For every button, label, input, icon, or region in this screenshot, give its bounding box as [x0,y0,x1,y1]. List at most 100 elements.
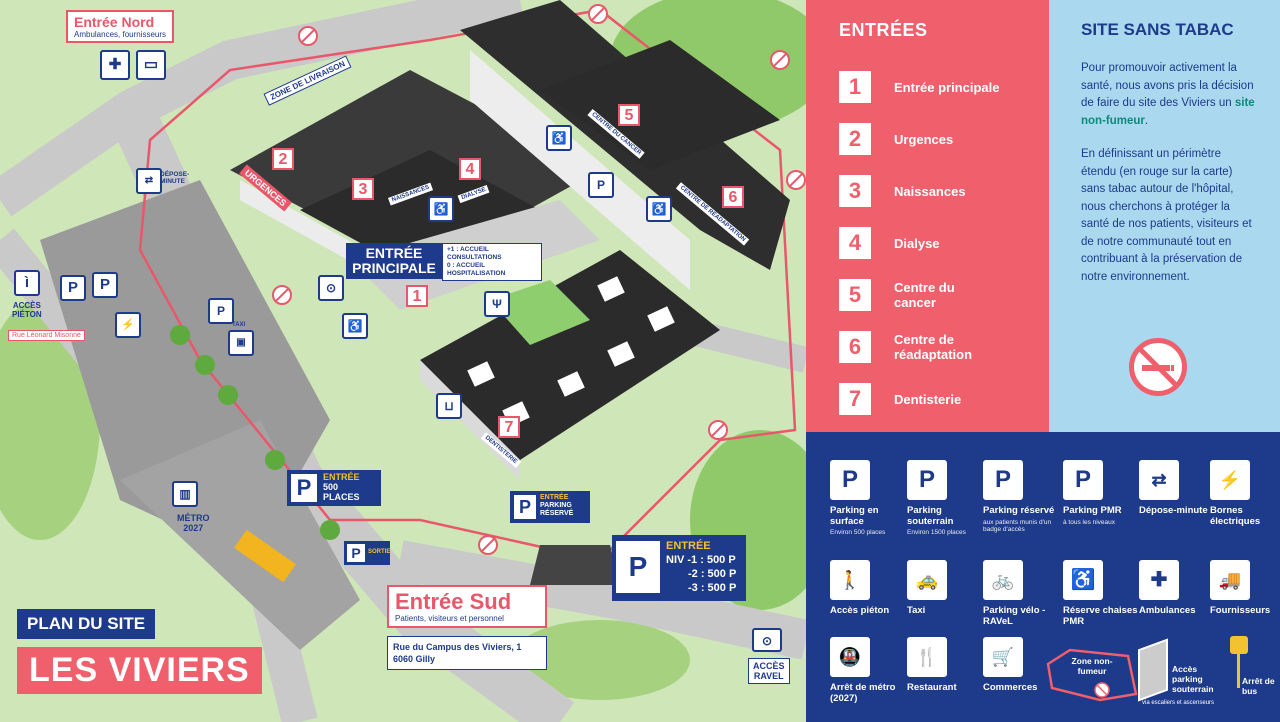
ambulance-icon: ✚ [1139,560,1179,600]
parking-surface-icon: P [92,272,118,298]
floor0-text: ACCUEIL HOSPITALISATION [447,262,506,277]
entree-principale-floors: +1 : ACCUEIL CONSULTATIONS 0 : ACCUEIL H… [442,243,542,281]
wheelchair-icon-east: ♿ [646,196,672,222]
parking-access-pillar-icon [1138,638,1168,702]
site-map: Entrée Nord Ambulances, fournisseurs ✚ ▭… [0,0,806,722]
metro-icon: 🚇 [830,637,870,677]
legend-name: Fournisseurs [1210,605,1271,616]
parking-surface-icon-500: P [291,474,317,502]
entree-principale-line2: PRINCIPALE [352,260,436,276]
no-smoking-icon [478,535,498,555]
parking-reserve-line2: PARKING [540,502,572,509]
legend-name: Parking PMR [1063,505,1122,516]
entry-label: Entrée principale [894,79,1000,95]
entry-item: 2 Urgences [839,113,1049,165]
tabac-paragraph-2: En définissant un périmètre étendu (en r… [1081,148,1252,283]
acces-ravel-line1: ACCÈS [753,661,785,671]
legend-name: Réserve chaises PMR [1063,605,1138,627]
legend-item: P Parking souterrain Environ 1500 places [907,460,983,537]
building-number-4: 4 [459,158,481,180]
pedestrian-icon: ì [14,270,40,296]
legend-name: Commerces [983,682,1038,693]
truck-icon: ▭ [136,50,166,80]
entry-item: 7 Dentisterie [839,373,1049,425]
parking-surface-icon-sortie: P [347,544,365,562]
bus-stop-pole [1237,654,1240,688]
legend-name: Arrêt de métro (2027) [830,682,896,704]
address-line2: 6060 Gilly [393,654,436,664]
legend-name: Taxi [907,605,926,616]
entree-nord-title: Entrée Nord [74,14,155,30]
entry-number: 7 [839,383,871,415]
shopping-cart-icon: ⊔ [436,393,462,419]
legend-name: Parking réservé [983,505,1055,516]
entry-item: 1 Entrée principale [839,61,1049,113]
legend-item: 🚚 Fournisseurs [1210,560,1276,617]
legend-sub: Environ 500 places [830,529,886,536]
no-smoking-icon [588,4,608,24]
address-box: Rue du Campus des Viviers, 1 6060 Gilly [387,636,547,670]
legend-item: ♿ Réserve chaises PMR [1063,560,1139,627]
parking-500-line3: PLACES [323,492,360,502]
bus-stop-icon [1230,636,1248,654]
entry-number: 3 [839,175,871,207]
legend-item: 🍴 Restaurant [907,637,983,694]
entree-nord-subtitle: Ambulances, fournisseurs [74,30,167,39]
entrees-panel: ENTRÉES 1 Entrée principale 2 Urgences 3… [806,0,1049,432]
parking-souterrain-box: P ENTRÉE NIV -1 : 500 P -2 : 500 P -3 : … [612,535,746,601]
entry-number: 5 [839,279,871,311]
wheelchair-icon: ♿ [1063,560,1103,600]
entry-number: 6 [839,331,871,363]
sortie-label: SORTIE [368,549,391,555]
truck-icon: 🚚 [1210,560,1250,600]
entry-item: 6 Centre de réadaptation [839,321,1049,373]
entry-label: Naissances [894,183,966,199]
metro-line1: MÉTRO [177,513,210,523]
plan-du-site-title: PLAN DU SITE [17,609,156,639]
legend-item: P Parking en surface Environ 500 places [830,460,906,537]
legend-item: 🚲 Parking vélo - RAVeL [983,560,1059,627]
entry-number: 1 [839,71,871,103]
tabac-title: SITE SANS TABAC [1081,20,1234,39]
legend-item: 🚕 Taxi [907,560,983,617]
parking-underground-icon: P [907,460,947,500]
entry-label: Centre du cancer [894,280,955,310]
legend-sub: Environ 1500 places [907,529,966,536]
parking-reserve-line1: ENTRÉE [540,494,569,501]
zone-non-fumeur-label: Zone non-fumeur [1071,656,1113,676]
parking-reserve-box: P ENTRÉE PARKING RÉSERVÉ [510,491,590,523]
les-viviers-title: LES VIVIERS [17,647,262,694]
depose-minute-line1: DÉPOSE- [160,171,190,178]
parking-underground-icon-big: P [616,541,660,593]
legend-name: Parking vélo - RAVeL [983,605,1046,627]
entry-label: Dialyse [894,235,940,251]
legend-name: Accès piéton [830,605,890,616]
entry-number: 4 [839,227,871,259]
floor0-level: 0 : [447,262,455,269]
no-smoking-icon [298,26,318,46]
entree-sud-subtitle: Patients, visiteurs et personnel [395,614,504,623]
entry-item: 3 Naissances [839,165,1049,217]
parking-souterrain-level3: -3 : 500 P [688,582,737,594]
no-smoking-graphic [1138,347,1178,387]
parking-pmr-icon: P [1063,460,1103,500]
parking-reserved-icon: P [983,460,1023,500]
wheelchair-icon-north: ♿ [546,125,572,151]
legend-sub: à tous les niveaux [1063,518,1116,526]
no-smoking-icon [708,420,728,440]
entree-nord-label: Entrée Nord Ambulances, fournisseurs [66,10,175,43]
depose-minute-line2: MINUTE [160,178,185,185]
building-number-6: 6 [722,186,744,208]
acces-pieton-label: ACCÈS PIÉTON [12,301,42,319]
parking-surface-icon: P [830,460,870,500]
tabac-panel: SITE SANS TABAC Pour promouvoir activeme… [1049,0,1280,432]
acces-ravel-label: ACCÈS RAVEL [748,658,790,684]
entry-label: Dentisterie [894,391,962,407]
acces-parking-sub: via escaliers et ascenseurs [1142,700,1215,706]
parking-500-box: P ENTRÉE 500 PLACES [287,470,381,506]
acces-pieton-line2: PIÉTON [12,310,42,319]
building-number-2: 2 [272,148,294,170]
acces-pieton-line1: ACCÈS [12,301,41,310]
metro-line2: 2027 [183,523,204,533]
ambulance-icon: ✚ [100,50,130,80]
